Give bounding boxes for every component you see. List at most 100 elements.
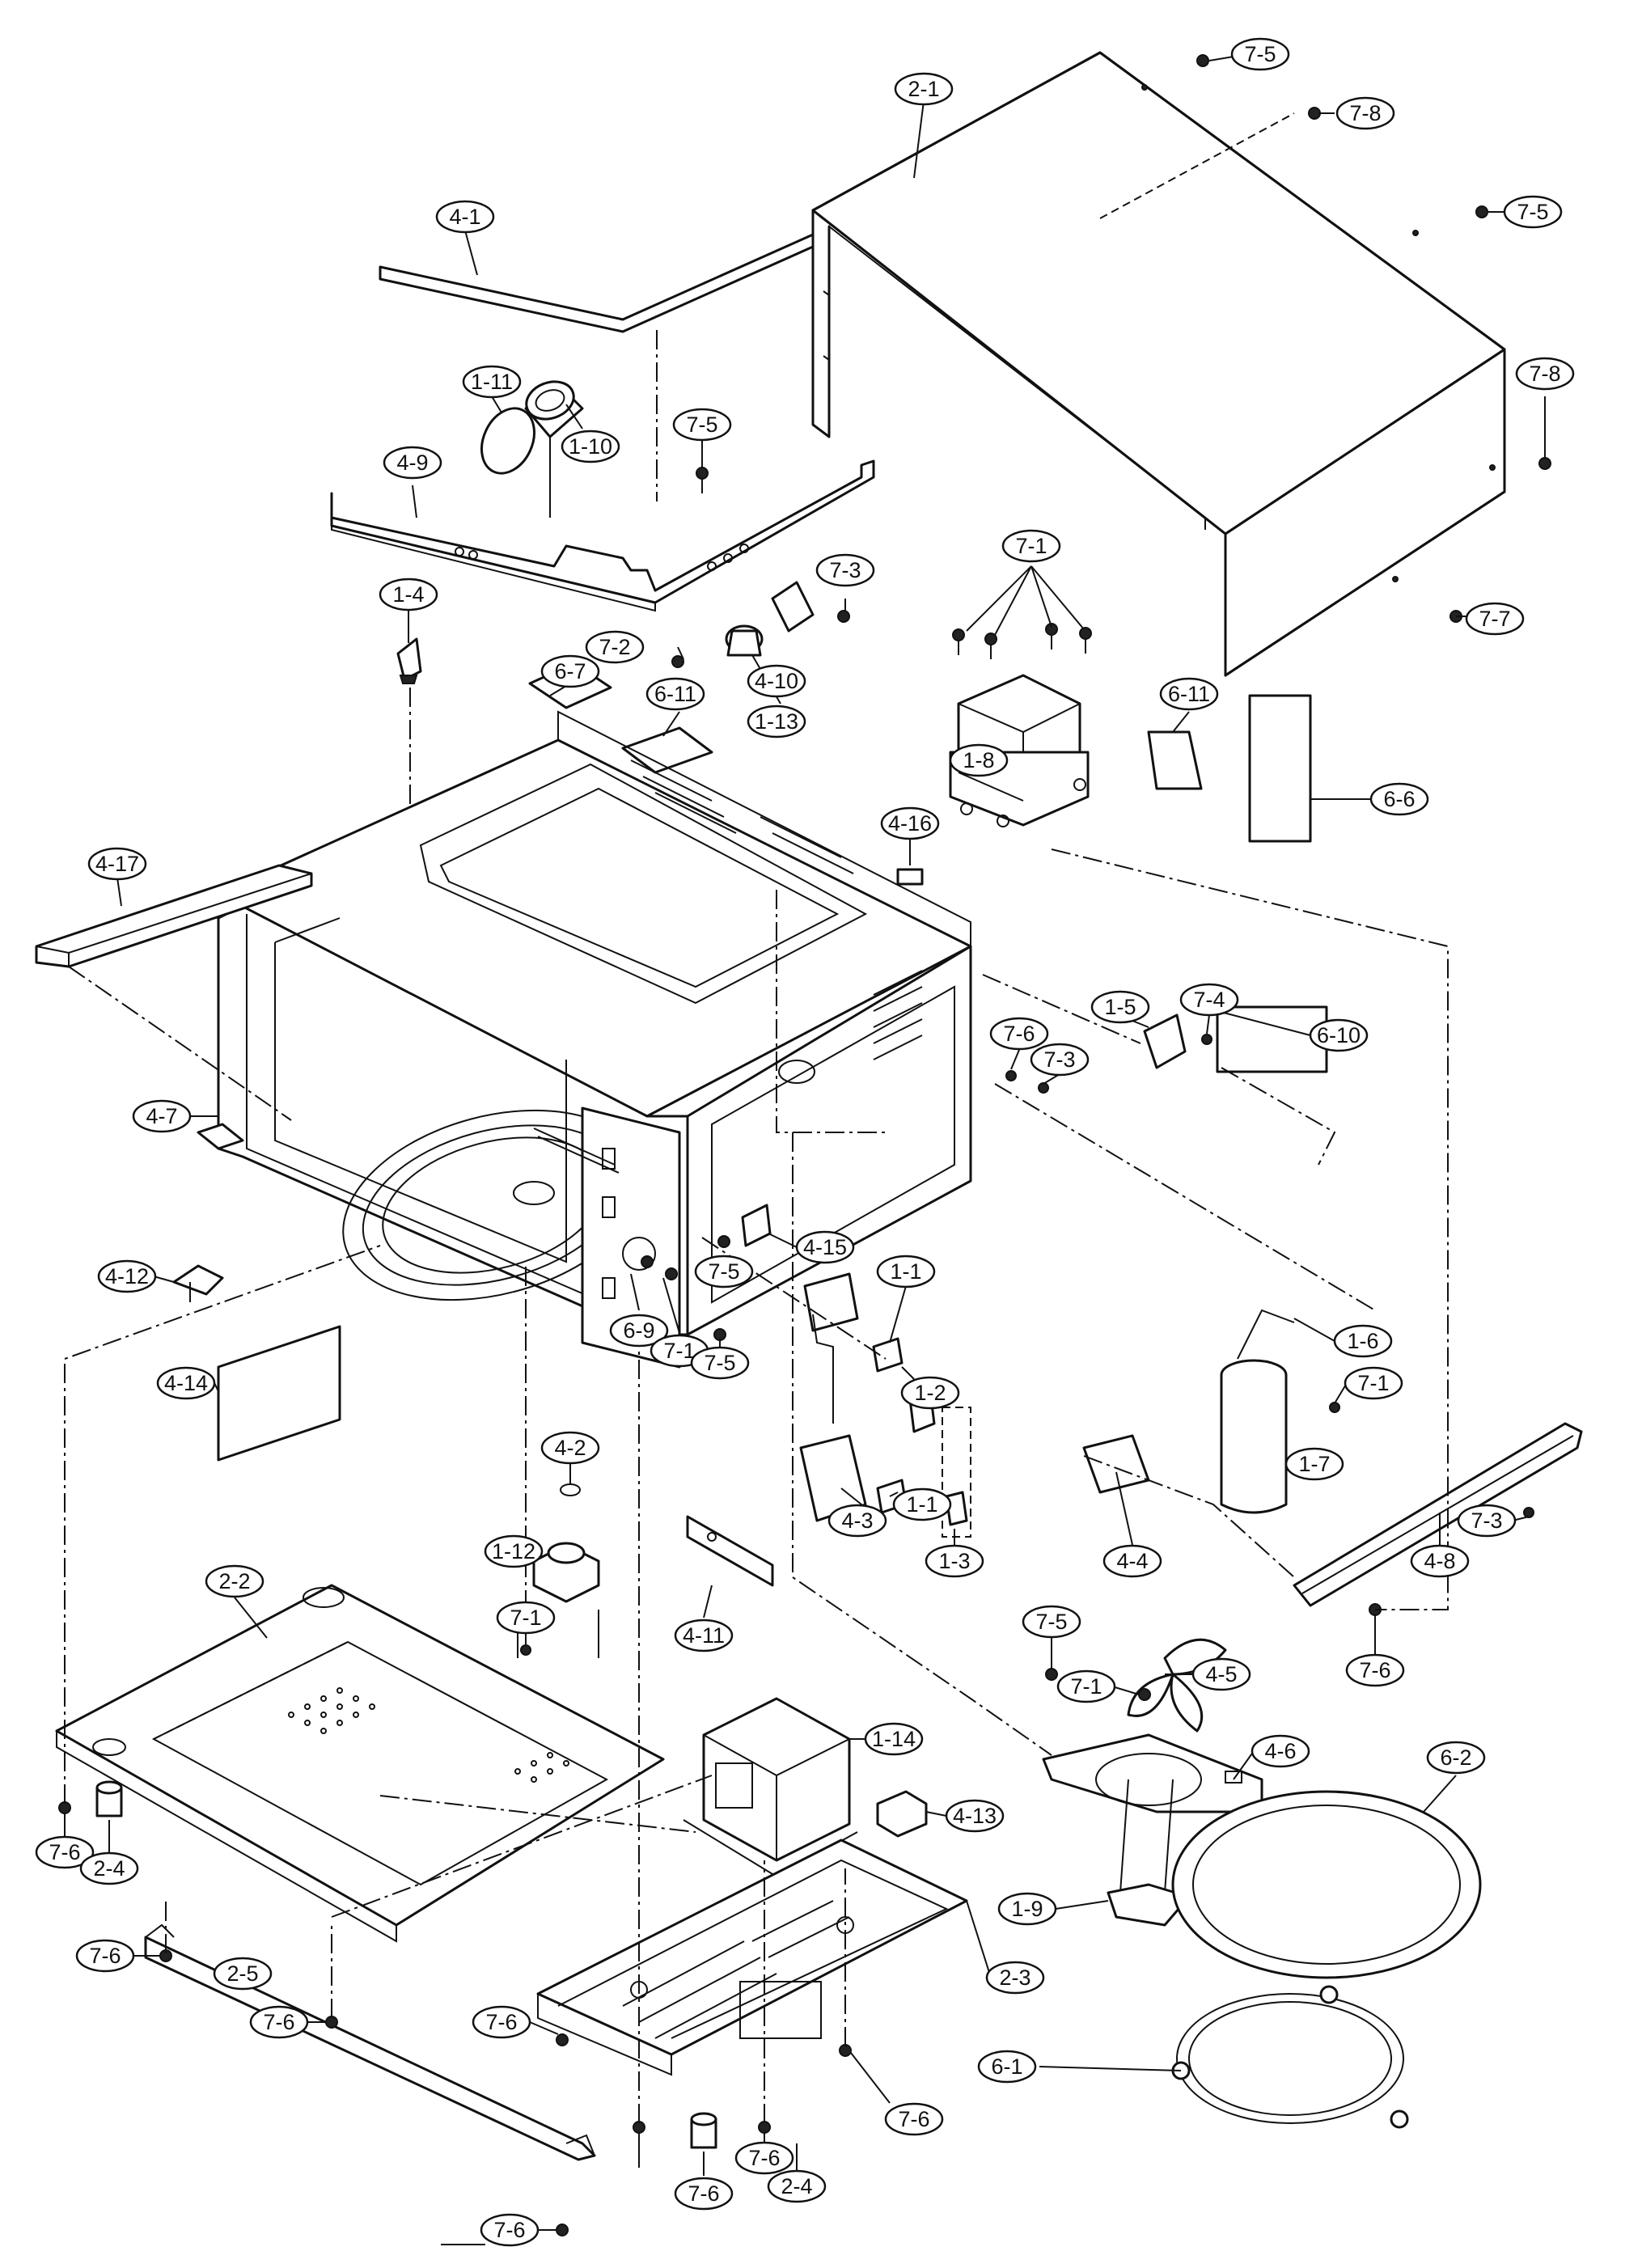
part-4-8 — [1293, 1422, 1583, 1607]
part-label-7-1: 7-1 — [1001, 529, 1061, 563]
part-label-text: 7-6 — [748, 2146, 780, 2170]
part-label-ellipse — [815, 553, 875, 587]
part-label-text: 6-2 — [1440, 1745, 1471, 1770]
part-label-ellipse — [795, 1230, 855, 1264]
part-label-text: 4-10 — [755, 669, 798, 693]
cooling-fan — [1042, 1638, 1263, 1927]
part-label-text: 7-7 — [1479, 607, 1510, 631]
part-label-ellipse — [213, 1957, 273, 1991]
part-label-ellipse — [945, 1799, 1005, 1833]
part-label-text: 7-8 — [1349, 101, 1381, 125]
part-label-ellipse — [561, 429, 620, 463]
part-label-1-7: 1-7 — [1284, 1447, 1344, 1481]
part-label-7-5: 7-5 — [672, 408, 732, 442]
part-label-ellipse — [1515, 357, 1575, 391]
part-label-ellipse — [1344, 1366, 1403, 1400]
part-label-text: 7-3 — [1471, 1508, 1502, 1533]
part-label-ellipse — [747, 705, 806, 738]
part-label-text: 7-6 — [688, 2181, 719, 2206]
part-label-ellipse — [1335, 96, 1395, 130]
part-label-4-7: 4-7 — [132, 1099, 192, 1133]
part-label-1-4: 1-4 — [379, 578, 438, 611]
part-label-7-2: 7-2 — [585, 630, 645, 664]
part-label-7-8: 7-8 — [1335, 96, 1395, 130]
part-label-ellipse — [690, 1346, 750, 1380]
part-label-text: 7-5 — [708, 1259, 739, 1284]
part-label-text: 6-10 — [1317, 1023, 1361, 1047]
part-label-text: 4-13 — [953, 1804, 997, 1828]
part-label-text: 4-8 — [1424, 1549, 1455, 1573]
part-label-ellipse — [1333, 1324, 1393, 1358]
part-label-ellipse — [540, 1431, 600, 1465]
part-label-6-11: 6-11 — [645, 677, 705, 711]
part-label-6-9: 6-9 — [609, 1314, 669, 1348]
part-label-4-17: 4-17 — [87, 847, 147, 881]
part-label-text: 1-5 — [1104, 995, 1136, 1019]
oven-lamp — [480, 380, 584, 518]
part-4-11 — [686, 1515, 774, 1587]
part-label-7-4: 7-4 — [1179, 983, 1239, 1017]
part-label-text: 1-1 — [890, 1259, 921, 1284]
part-label-ellipse — [156, 1366, 216, 1400]
part-label-1-14: 1-14 — [864, 1722, 924, 1756]
part-label-text: 7-5 — [686, 413, 717, 437]
part-label-text: 2-2 — [218, 1569, 250, 1593]
part-label-ellipse — [1309, 1018, 1369, 1052]
part-label-ellipse — [1056, 1669, 1116, 1703]
part-label-4-15: 4-15 — [795, 1230, 855, 1264]
part-label-ellipse — [672, 408, 732, 442]
part-label-ellipse — [747, 664, 806, 698]
part-label-ellipse — [585, 630, 645, 664]
part-label-7-5: 7-5 — [1230, 37, 1290, 71]
glass-tray — [1171, 1790, 1482, 1979]
part-label-ellipse — [132, 1099, 192, 1133]
part-label-text: 7-6 — [1003, 1022, 1035, 1046]
part-label-ellipse — [977, 2050, 1037, 2084]
part-label-text: 1-9 — [1011, 1897, 1043, 1921]
part-label-ellipse — [1230, 37, 1290, 71]
part-label-ellipse — [87, 847, 147, 881]
turntable-motor — [517, 1483, 600, 1658]
part-label-text: 7-6 — [898, 2107, 929, 2131]
part-label-text: 6-9 — [623, 1318, 654, 1343]
part-label-1-11: 1-11 — [462, 365, 522, 399]
roller-ring — [1171, 1985, 1409, 2129]
part-label-4-1: 4-1 — [435, 200, 495, 234]
part-label-text: 1-8 — [963, 748, 994, 772]
part-label-7-6: 7-6 — [75, 1939, 135, 1973]
part-label-ellipse — [75, 1939, 135, 1973]
part-label-ellipse — [609, 1314, 669, 1348]
part-label-text: 6-1 — [991, 2054, 1022, 2079]
part-label-7-1: 7-1 — [1056, 1669, 1116, 1703]
part-label-7-6: 7-6 — [472, 2005, 531, 2039]
part-label-7-6: 7-6 — [989, 1017, 1049, 1051]
screws-upper — [671, 54, 1551, 668]
part-label-ellipse — [674, 1618, 734, 1652]
part-label-ellipse — [462, 365, 522, 399]
part-label-text: 7-6 — [1359, 1658, 1390, 1682]
part-label-text: 7-6 — [89, 1944, 121, 1968]
part-label-7-6: 7-6 — [1345, 1653, 1405, 1687]
part-label-7-6: 7-6 — [35, 1835, 95, 1869]
part-label-text: 7-5 — [704, 1351, 735, 1375]
part-label-ellipse — [694, 1255, 754, 1288]
part-label-4-9: 4-9 — [383, 446, 442, 480]
part-label-text: 7-1 — [1357, 1371, 1389, 1395]
part-label-ellipse — [379, 578, 438, 611]
part-label-ellipse — [880, 806, 940, 840]
part-label-4-6: 4-6 — [1251, 1734, 1310, 1768]
part-label-2-5: 2-5 — [213, 1957, 273, 1991]
part-label-ellipse — [97, 1259, 157, 1293]
part-label-text: 4-5 — [1205, 1662, 1237, 1686]
part-label-ellipse — [674, 2177, 734, 2211]
part-label-text: 4-17 — [95, 852, 139, 876]
part-label-4-13: 4-13 — [945, 1799, 1005, 1833]
part-label-7-5: 7-5 — [1022, 1605, 1081, 1639]
part-label-text: 6-11 — [654, 682, 696, 706]
part-label-text: 4-4 — [1116, 1549, 1148, 1573]
part-label-4-10: 4-10 — [747, 664, 806, 698]
part-label-6-1: 6-1 — [977, 2050, 1037, 2084]
part-label-text: 4-12 — [105, 1264, 149, 1288]
part-label-ellipse — [645, 677, 705, 711]
